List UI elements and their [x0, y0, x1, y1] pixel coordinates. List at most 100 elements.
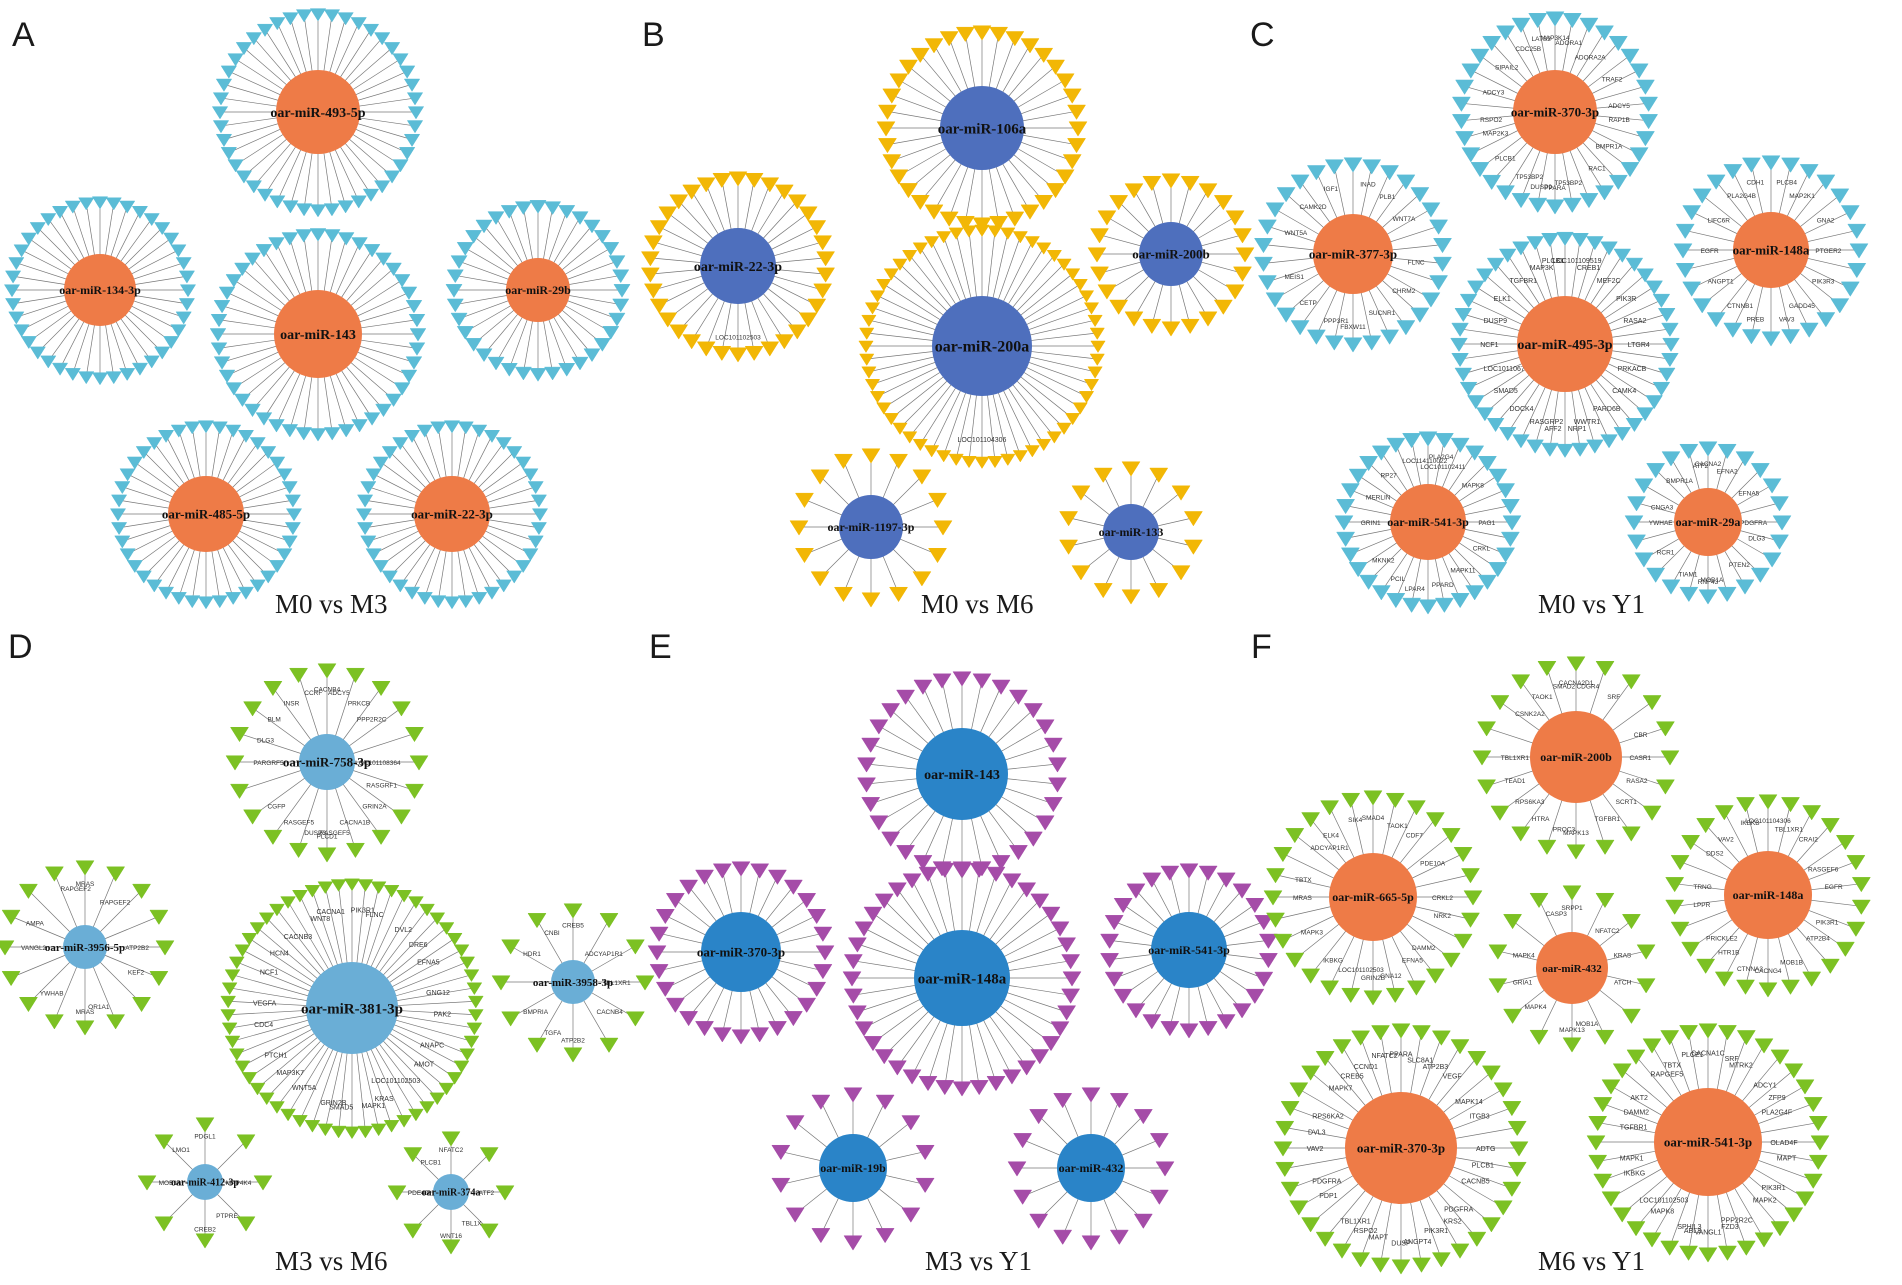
- mirna-hub-node: [914, 930, 1010, 1026]
- target-node: [1660, 1240, 1680, 1256]
- target-gene-label: CETP: [1299, 300, 1316, 307]
- target-node: [1451, 353, 1469, 368]
- target-node: [409, 755, 429, 771]
- target-node: [514, 201, 532, 216]
- target-gene-label: GADD45: [1789, 303, 1815, 310]
- target-node: [234, 944, 251, 958]
- target-labels: MRASRAPGEF2ATP2B2KEF2OR1A1MRASYWHABVANGL…: [21, 881, 149, 1016]
- target-node: [393, 382, 411, 396]
- target-gene-label: DRE6: [409, 942, 428, 949]
- target-node: [972, 25, 992, 41]
- target-node: [295, 9, 313, 23]
- target-node: [1431, 1252, 1451, 1268]
- target-node: [712, 863, 732, 879]
- target-gene-label: MAPK3: [1301, 930, 1323, 937]
- target-node: [797, 997, 817, 1013]
- target-node: [854, 921, 874, 937]
- mirna-hub-node: [1345, 1092, 1457, 1204]
- mirna-hub-node: [701, 912, 781, 992]
- target-gene-label: DVL2: [395, 927, 413, 934]
- target-node: [1750, 567, 1770, 583]
- target-node: [149, 971, 169, 987]
- target-node: [1149, 467, 1169, 483]
- target-node: [1770, 534, 1789, 550]
- target-node: [5, 298, 22, 312]
- target-gene-label: LOC101104306: [958, 437, 1007, 444]
- target-gene-label: RAP1B: [1609, 117, 1630, 124]
- panel-comparison-title: M3 vs M6: [275, 1246, 388, 1276]
- target-node: [396, 1115, 412, 1128]
- target-node: [816, 267, 836, 283]
- target-node: [1660, 750, 1680, 766]
- target-node: [1034, 194, 1054, 211]
- target-node: [1046, 431, 1062, 444]
- target-gene-label: IKBKG: [1323, 958, 1343, 965]
- target-gene-label: VANGL1: [1694, 1230, 1721, 1237]
- target-node: [178, 270, 195, 284]
- target-node: [1056, 422, 1072, 435]
- network-oar-miR-106a: oar-miR-106a: [876, 25, 1088, 233]
- target-node: [939, 31, 959, 47]
- network-oar-miR-665-5p: SMAD4TAOK1CDF7PDE10ACRKL2NRK2DAMM2EFNA5G…: [1263, 790, 1483, 1006]
- target-gene-label: LOC101106781: [1484, 366, 1533, 373]
- target-node: [1463, 890, 1483, 906]
- target-node: [1046, 250, 1062, 263]
- target-node: [1198, 1021, 1218, 1037]
- target-nodes: [771, 1087, 935, 1251]
- target-gene-label: MTRK2: [1729, 1062, 1753, 1069]
- target-node: [1142, 175, 1162, 192]
- target-node: [1258, 953, 1278, 969]
- target-node: [466, 982, 483, 996]
- target-node: [933, 520, 953, 536]
- target-node: [1371, 1025, 1390, 1041]
- target-gene-label: PLCE1: [1681, 1052, 1703, 1059]
- target-node: [1512, 241, 1530, 256]
- target-node: [403, 430, 421, 443]
- target-node: [811, 1094, 831, 1110]
- target-node: [407, 106, 425, 120]
- target-node: [1396, 320, 1416, 336]
- target-gene-label: NCF1: [1480, 342, 1498, 349]
- target-gene-label: ATP2B2: [125, 945, 149, 952]
- target-gene-label: PREB: [1746, 317, 1764, 324]
- target-nodes: [109, 420, 303, 610]
- target-node: [1057, 937, 1077, 953]
- target-node: [463, 1035, 480, 1049]
- target-node: [1661, 451, 1681, 467]
- target-node: [1488, 944, 1508, 960]
- target-node: [1496, 185, 1515, 201]
- target-node: [1024, 236, 1040, 249]
- target-node: [1498, 427, 1517, 442]
- mirna-hub-node: [1139, 222, 1203, 286]
- mirna-hub-label: oar-miR-370-3p: [1511, 105, 1599, 120]
- target-labels: CACNB4ADCY5PRKCBPPP2R2CLOC101108364RASGR…: [253, 686, 401, 840]
- target-node: [857, 757, 876, 773]
- target-node: [1306, 165, 1326, 181]
- target-node: [237, 586, 255, 600]
- target-node: [1059, 539, 1079, 555]
- target-gene-label: PIK3R: [1616, 296, 1636, 303]
- target-node: [351, 237, 368, 251]
- mirna-hub-label: oar-miR-200b: [1540, 750, 1612, 764]
- target-node: [1007, 1161, 1027, 1177]
- target-gene-label: CACNB4: [597, 1009, 624, 1016]
- target-node: [924, 445, 940, 458]
- target-node: [1348, 562, 1368, 578]
- target-gene-label: GRIN2B: [1361, 975, 1385, 982]
- target-node: [175, 311, 192, 325]
- target-gene-label: AMPA: [26, 921, 45, 928]
- target-node: [1340, 547, 1360, 563]
- mirna-hub-node: [1513, 70, 1597, 154]
- target-node: [13, 244, 30, 258]
- target-node: [351, 419, 368, 433]
- target-node: [640, 251, 660, 267]
- target-node: [224, 969, 241, 982]
- network-oar-miR-148a: PLCB4MAP2K1GNA2PTGER2PIK3R3GADD45VAV3PRE…: [1673, 155, 1869, 347]
- target-node: [878, 104, 897, 120]
- target-gene-label: TEAD1: [1504, 778, 1525, 785]
- target-gene-label: HDR1: [523, 951, 541, 958]
- target-gene-label: DVL3: [1308, 1130, 1326, 1137]
- target-gene-label: TBL1XR1: [1340, 1218, 1370, 1225]
- target-node: [1104, 971, 1124, 987]
- target-nodes: [1273, 1023, 1529, 1275]
